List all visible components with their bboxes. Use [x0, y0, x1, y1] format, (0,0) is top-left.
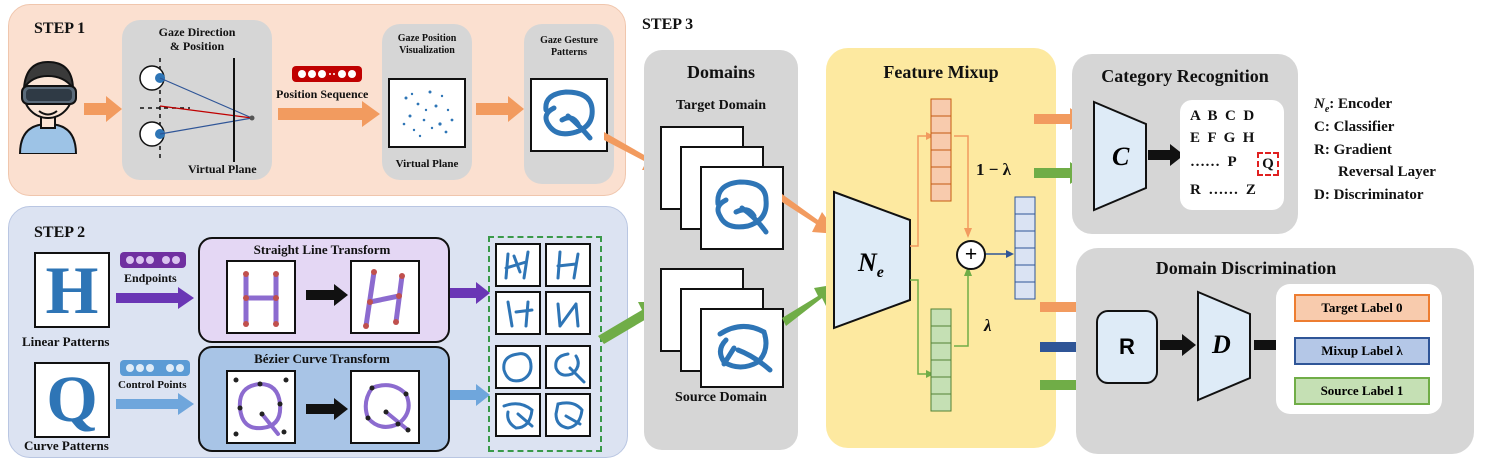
arrow-purple: [116, 287, 194, 309]
arrow-step1-a: [84, 96, 122, 122]
legend-ne-sub: e: [1324, 104, 1330, 115]
curve-patterns-label: Curve Patterns: [24, 438, 109, 453]
plus-symbol: +: [964, 241, 978, 266]
step1-label: STEP 1: [34, 20, 86, 37]
q-curve-after: [363, 383, 411, 433]
gaze-gesture-image: [530, 78, 608, 152]
h-stroke-before: [243, 271, 279, 327]
target-domain-label: Target Domain: [675, 98, 767, 113]
arrow-black-classifier: [1148, 144, 1184, 166]
category-output-box: [1180, 100, 1284, 210]
mixed-feature-vector: [1014, 196, 1036, 300]
arrow-step1-c: [476, 96, 524, 122]
category-title: Category Recognition: [1101, 66, 1269, 86]
augmented-samples-images: [495, 243, 591, 437]
arrow-green-source-to-encoder: [782, 284, 838, 326]
arrow-black-straight: [306, 284, 348, 306]
position-sequence-icon: [292, 66, 362, 82]
one-minus-lambda-label: 1 − λ: [976, 160, 1012, 179]
lambda-label: λ: [984, 316, 992, 335]
target-gesture: [715, 179, 769, 235]
legend-ne-sym: N: [1314, 96, 1325, 112]
straight-before-image: [226, 260, 296, 334]
arrow-step1-b: [278, 101, 380, 127]
encoder-trapezoid: [833, 190, 911, 330]
arrow-lightblue-out: [450, 384, 490, 406]
curve-letter: Q: [46, 363, 98, 436]
step2-label: STEP 2: [34, 224, 86, 241]
endpoints-icon: [120, 252, 186, 268]
legend-discriminator: D: Discriminator: [1314, 187, 1424, 203]
q-curve-before: [233, 377, 289, 437]
endpoints-label: Endpoints: [124, 271, 177, 285]
control-points-label: Control Points: [118, 379, 187, 391]
linear-letter-box: H: [34, 252, 110, 328]
encoder-subscript: e: [876, 264, 884, 282]
encoder-label: Ne: [858, 248, 884, 282]
category-row-1: A B C D: [1190, 108, 1255, 124]
legend-gradient: R: Gradient: [1314, 142, 1392, 158]
arrow-orange-target-to-encoder: [782, 194, 838, 234]
legend-encoder: Ne: Encoder: [1314, 96, 1392, 115]
gaze-visualization-title: Gaze Position Visualization: [397, 33, 457, 56]
bezier-transform-title: Bézier Curve Transform: [254, 351, 390, 366]
category-highlight-q: Q: [1257, 152, 1279, 176]
source-domain-label: Source Domain: [675, 390, 767, 405]
step3-label: STEP 3: [642, 16, 694, 33]
vr-user-icon: [18, 60, 78, 154]
gaze-gesture-title: Gaze Gesture Patterns: [540, 35, 598, 58]
step1-panel: [8, 4, 626, 196]
legend-reversal: Reversal Layer: [1338, 164, 1436, 180]
virtual-plane-label-2: Virtual Plane: [395, 158, 459, 170]
linear-letter: H: [45, 252, 99, 328]
source-gesture: [717, 324, 773, 373]
discriminator-label: D: [1212, 330, 1231, 359]
classifier-trapezoid: [1093, 100, 1147, 212]
gaze-direction-title: Gaze Direction & Position: [158, 25, 236, 53]
target-stack-front: [700, 166, 784, 250]
arrow-purple-out: [450, 282, 490, 304]
plus-operator: +: [956, 240, 986, 270]
arrow-black-grl: [1160, 334, 1196, 356]
gaze-direction-card: [122, 20, 272, 180]
category-row-2: E F G H: [1190, 130, 1255, 146]
arrow-lightblue: [116, 393, 194, 415]
mixup-connectors: [910, 132, 1014, 378]
grl-box: R: [1096, 310, 1158, 384]
source-label-1: Source Label 1: [1294, 377, 1430, 405]
scatter-points: [402, 90, 454, 138]
grl-label: R: [1119, 334, 1135, 359]
position-sequence-label: Position Sequence: [276, 87, 369, 101]
category-row-4: R …… Z: [1190, 182, 1256, 198]
bezier-before-image: [226, 370, 296, 444]
domains-title: Domains: [686, 62, 755, 82]
straight-after-image: [350, 260, 420, 334]
gaze-scatter-image: [388, 78, 466, 148]
linear-patterns-label: Linear Patterns: [22, 334, 110, 349]
discriminator-trapezoid: [1197, 290, 1251, 402]
domain-disc-title: Domain Discrimination: [1155, 258, 1337, 278]
virtual-plane-label-1: Virtual Plane: [188, 162, 257, 176]
curve-letter-box: Q: [34, 362, 110, 438]
bezier-after-image: [350, 370, 420, 444]
arrow-black-bezier: [306, 398, 348, 420]
legend-ne-text: : Encoder: [1329, 96, 1393, 112]
target-label-0: Target Label 0: [1294, 294, 1430, 322]
gesture-q-stroke: [543, 89, 595, 141]
category-row-3: …… P: [1190, 154, 1237, 170]
straight-transform-title: Straight Line Transform: [253, 242, 391, 257]
source-feature-vector: [930, 308, 952, 412]
legend-classifier: C: Classifier: [1314, 119, 1395, 135]
source-stack-front: [700, 308, 784, 388]
mixup-label-lambda: Mixup Label λ: [1294, 337, 1430, 365]
classifier-label: C: [1112, 142, 1130, 171]
h-stroke-after: [363, 269, 405, 329]
target-feature-vector: [930, 98, 952, 202]
encoder-letter: N: [858, 248, 877, 277]
control-points-icon: [120, 360, 190, 376]
feature-mixup-title: Feature Mixup: [883, 62, 999, 82]
gaze-geometry: [139, 58, 255, 162]
augmented-samples-grid: [488, 236, 602, 452]
